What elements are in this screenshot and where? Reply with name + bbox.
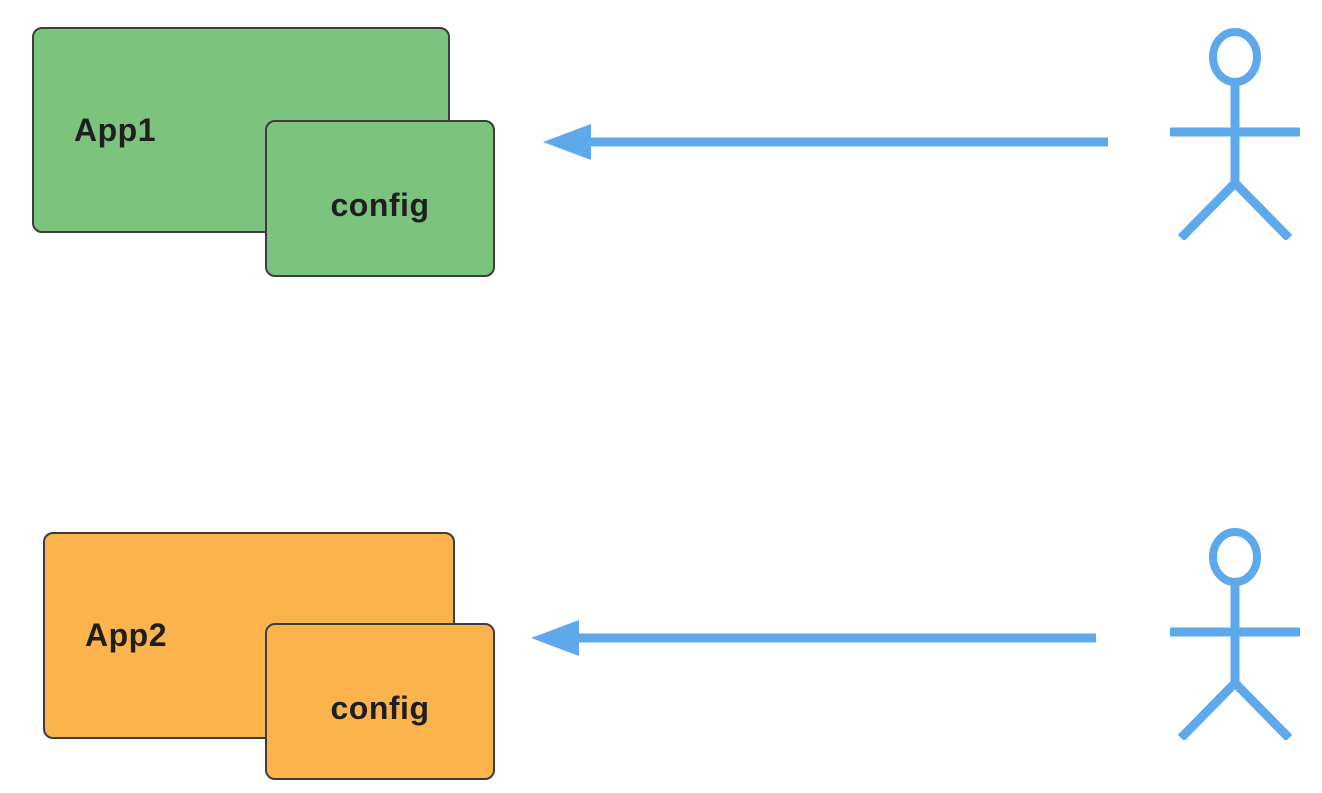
left-arrow-icon — [543, 122, 1108, 162]
person-stick-figure-icon — [1166, 28, 1304, 240]
left-arrow-icon — [531, 618, 1096, 658]
app1-label: App1 — [74, 111, 156, 148]
app2-label: App2 — [85, 617, 167, 653]
app1-config-label: config — [330, 187, 430, 223]
app1-config-node: config — [265, 120, 495, 277]
person-stick-figure-icon — [1166, 528, 1304, 740]
app2-config-label: config — [330, 690, 430, 726]
app2-config-node: config — [265, 623, 495, 780]
